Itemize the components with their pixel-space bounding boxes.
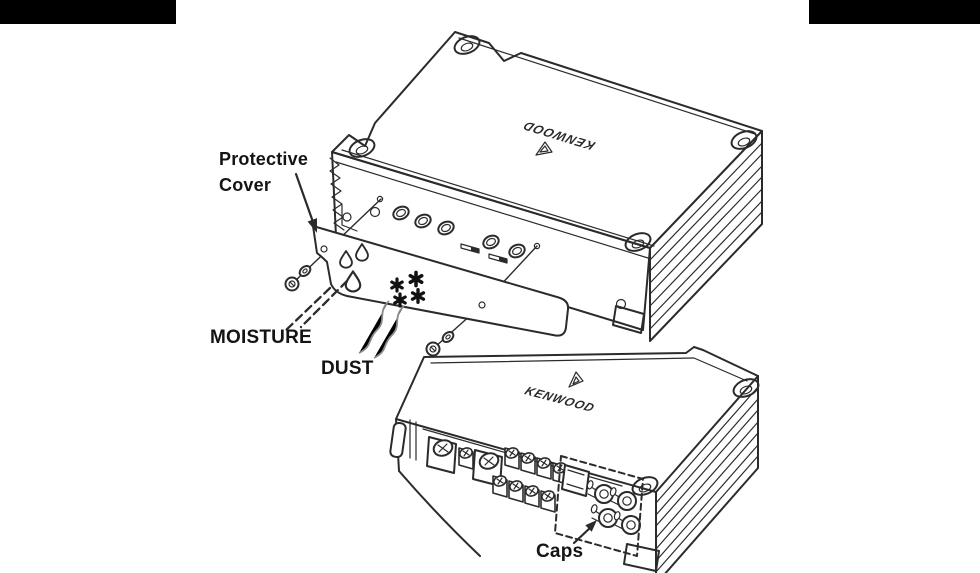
moisture-label: MOISTURE bbox=[210, 327, 312, 348]
warning-triangle-icon-top-unit bbox=[535, 141, 553, 156]
top-right-black-bar bbox=[809, 0, 980, 24]
cover-hole bbox=[478, 301, 486, 309]
rear-rim-line bbox=[430, 357, 748, 382]
heatsink-fins-top-unit bbox=[649, 130, 763, 342]
control-knob bbox=[390, 203, 412, 223]
cover-hole bbox=[320, 245, 328, 253]
heatsink-fins-bottom-unit bbox=[655, 375, 759, 573]
cover-screw-hole bbox=[533, 242, 541, 250]
crossover-switch bbox=[488, 253, 508, 264]
panel-screw-small bbox=[369, 206, 381, 218]
caps-arrow bbox=[572, 520, 597, 545]
top-left-black-bar bbox=[0, 0, 176, 24]
protective-cover-arrow bbox=[294, 172, 317, 233]
amplifier-top-face-bottom-unit bbox=[395, 346, 759, 493]
crossover-switch bbox=[460, 243, 480, 254]
bottom-amplifier-illustration: KENWOOD bbox=[389, 346, 760, 573]
control-knob bbox=[412, 211, 434, 231]
caps-dashed-outline bbox=[554, 455, 644, 557]
chassis-foot-top-unit bbox=[612, 298, 645, 334]
protective-cover-drawing bbox=[282, 225, 570, 359]
protective-cover-label-line2: Cover bbox=[219, 175, 272, 195]
mounting-slot-bracket bbox=[389, 421, 407, 459]
terminal-face bbox=[389, 418, 644, 557]
cover-screw-hole bbox=[376, 195, 384, 203]
protective-cover-label: Protective Cover bbox=[219, 146, 308, 198]
fuse-holder bbox=[561, 464, 590, 497]
warning-triangle-icon-bottom-unit bbox=[568, 371, 584, 388]
control-knob bbox=[435, 218, 457, 238]
panel-corner-bracket bbox=[341, 204, 358, 232]
panel-screw-small bbox=[342, 212, 352, 222]
top-face-rim-lines bbox=[341, 37, 756, 247]
control-knob bbox=[480, 232, 502, 252]
caps-label: Caps bbox=[536, 541, 584, 562]
dust-smoke-lines bbox=[358, 300, 405, 359]
mounting-screw-right bbox=[425, 328, 457, 357]
protective-cover-label-line1: Protective bbox=[219, 149, 309, 169]
corner-screw-holes-top-unit bbox=[348, 35, 758, 252]
chassis-bottom-edge bbox=[398, 470, 481, 557]
chassis-foot-bottom-unit bbox=[623, 543, 660, 572]
dust-label: DUST bbox=[321, 358, 374, 379]
control-knob bbox=[506, 241, 528, 261]
top-amplifier-illustration: KENWOOD bbox=[329, 31, 763, 342]
front-panel bbox=[329, 151, 651, 331]
moisture-dashed-lines bbox=[282, 279, 349, 334]
protective-cover-panel bbox=[312, 225, 570, 337]
